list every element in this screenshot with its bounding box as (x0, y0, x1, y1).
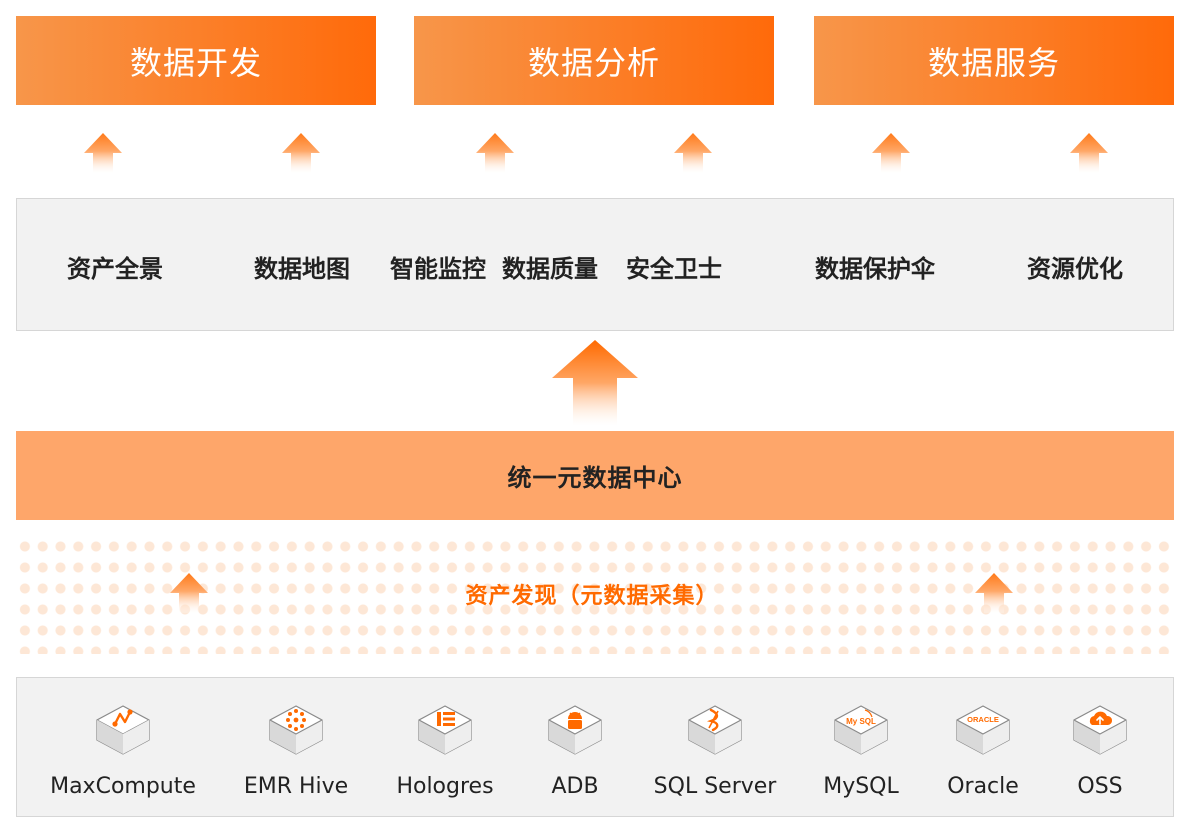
top-box-data-service: 数据服务 (814, 16, 1174, 105)
oracle-icon-text: ORACLE (967, 715, 999, 724)
capability-asset-overview: 资产全景 (67, 255, 163, 283)
capability-resource-optimization: 资源优化 (1027, 255, 1123, 283)
up-arrow-icon (872, 133, 910, 173)
up-arrow-icon (84, 133, 122, 173)
up-arrow-icon (975, 573, 1013, 613)
top-box-label: 数据开发 (129, 43, 262, 82)
capabilities-panel: 资产全景 数据地图 智能监控 数据质量 安全卫士 数据保护伞 资源优化 (16, 198, 1174, 331)
up-arrow-icon (1070, 133, 1108, 173)
source-label: ADB (551, 774, 599, 799)
source-maxcompute: MaxCompute (43, 702, 203, 799)
source-label: MySQL (823, 774, 899, 799)
source-mysql: My SQL MySQL (781, 702, 941, 799)
source-emr-hive: EMR Hive (216, 702, 376, 799)
source-label: MaxCompute (50, 774, 196, 799)
source-adb: ADB (495, 702, 655, 799)
oracle-icon: ORACLE (956, 705, 1010, 755)
mysql-icon: My SQL (834, 705, 888, 755)
source-label: SQL Server (653, 774, 777, 799)
top-box-label: 数据服务 (927, 43, 1060, 82)
capability-smart-monitor: 智能监控 (390, 255, 486, 283)
source-label: Oracle (947, 774, 1019, 799)
capability-security-guard: 安全卫士 (626, 255, 722, 283)
source-hologres: Hologres (365, 702, 525, 799)
top-box-data-development: 数据开发 (16, 16, 376, 105)
maxcompute-icon (96, 705, 150, 755)
up-arrow-icon (282, 133, 320, 173)
source-oss: OSS (1020, 702, 1180, 799)
source-label: Hologres (396, 774, 494, 799)
source-label: OSS (1077, 774, 1123, 799)
source-label: EMR Hive (243, 774, 349, 799)
center-label: 统一元数据中心 (507, 464, 683, 492)
up-arrow-icon (170, 573, 208, 613)
top-box-data-analysis: 数据分析 (414, 16, 774, 105)
source-oracle: ORACLE Oracle (903, 702, 1063, 799)
capability-data-map: 数据地图 (254, 255, 350, 283)
capability-data-quality: 数据质量 (502, 255, 598, 283)
oss-icon (1073, 705, 1127, 755)
source-sql-server: SQL Server (635, 702, 795, 799)
hologres-icon (418, 705, 472, 755)
emr-hive-icon (269, 705, 323, 755)
asset-discovery-label: 资产发现（元数据采集） (465, 584, 719, 609)
top-box-label: 数据分析 (527, 43, 660, 82)
up-arrow-icon (674, 133, 712, 173)
discovery-dot-pattern (16, 536, 1174, 654)
data-sources-panel: MaxCompute EMR Hive Hologres (16, 677, 1174, 817)
adb-icon (548, 705, 602, 755)
sql-server-icon (688, 705, 742, 755)
capability-data-protection: 数据保护伞 (815, 255, 935, 283)
mysql-icon-text: My SQL (846, 717, 876, 726)
unified-metadata-center: 统一元数据中心 (16, 431, 1174, 520)
up-arrow-icon (476, 133, 514, 173)
big-up-arrow-icon (552, 340, 638, 426)
